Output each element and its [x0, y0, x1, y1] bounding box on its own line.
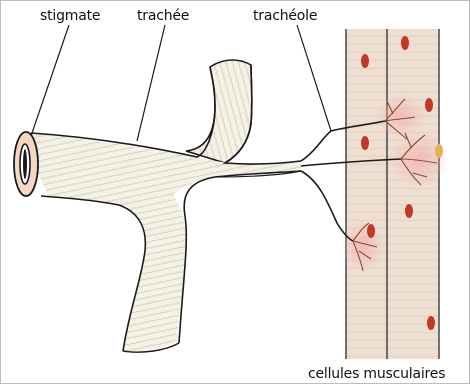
nucleus [361, 54, 369, 68]
label-tracheole: trachéole [253, 8, 317, 24]
leader-tracheole [297, 25, 331, 131]
nucleus [361, 136, 369, 150]
muscle-cell-right [387, 29, 439, 359]
trachea-main [31, 133, 301, 197]
nucleus [427, 316, 435, 330]
label-trachee: trachée [137, 8, 189, 24]
muscle-cell-left [346, 29, 387, 359]
trachea [31, 60, 301, 352]
nucleus [401, 36, 409, 50]
leader-trachee [137, 25, 165, 141]
label-cellules-musculaires: cellules musculaires [308, 366, 445, 382]
label-stigmate: stigmate [40, 8, 100, 24]
nucleus [435, 144, 443, 158]
stigmate [14, 132, 38, 196]
trachea-lower-branch [49, 192, 187, 352]
nucleus [367, 224, 375, 238]
leader-stigmate [31, 25, 69, 136]
nucleus [405, 204, 413, 218]
muscle-cells [346, 29, 439, 359]
nucleus [425, 98, 433, 112]
